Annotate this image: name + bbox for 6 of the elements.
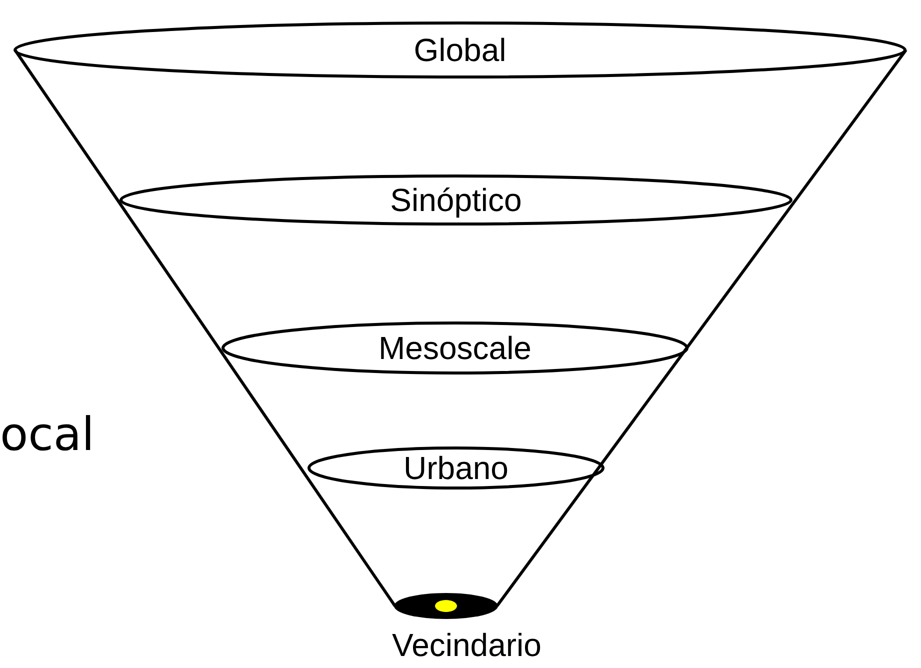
side-label: ocal xyxy=(0,408,94,460)
level-label: Vecindario xyxy=(392,627,542,663)
level-label: Mesoscale xyxy=(378,330,532,366)
level-label: Urbano xyxy=(404,450,508,486)
level-label: Global xyxy=(414,32,506,68)
level-label: Sinóptico xyxy=(390,182,522,218)
